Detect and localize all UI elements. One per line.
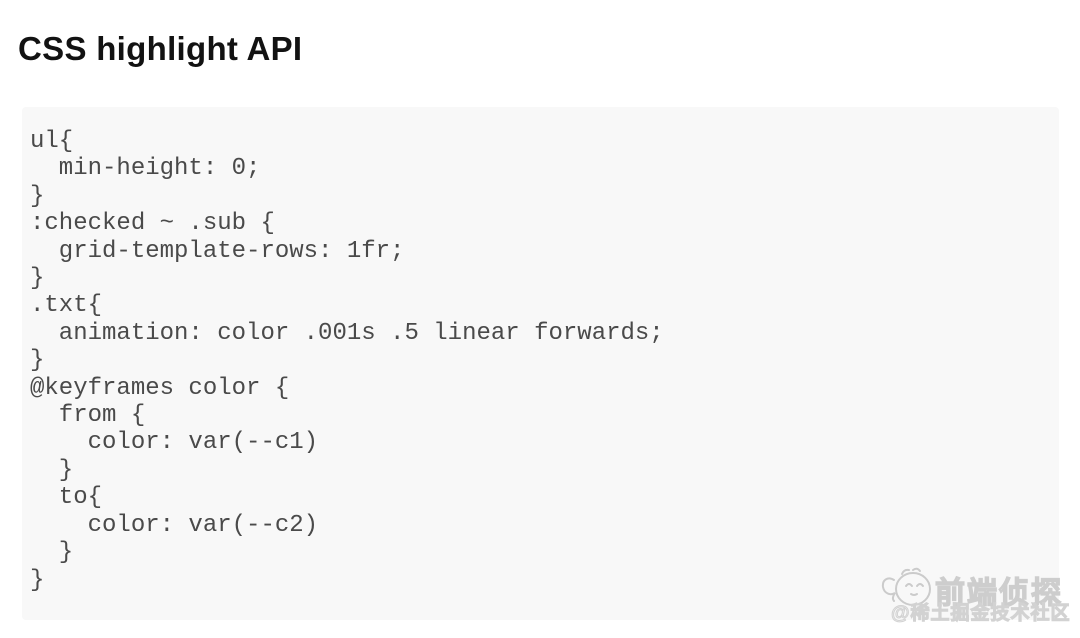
code-content: ul{ min-height: 0; } :checked ~ .sub { g… [30,128,664,594]
watermark: 前端侦探 @稀土掘金技术社区 [878,560,1078,632]
watermark-title: 前端侦探 [934,576,1063,610]
detective-icon [881,567,931,606]
page-title: CSS highlight API [18,30,303,67]
code-block: ul{ min-height: 0; } :checked ~ .sub { g… [22,107,1059,620]
watermark-subtitle: @稀土掘金技术社区 [891,603,1071,625]
